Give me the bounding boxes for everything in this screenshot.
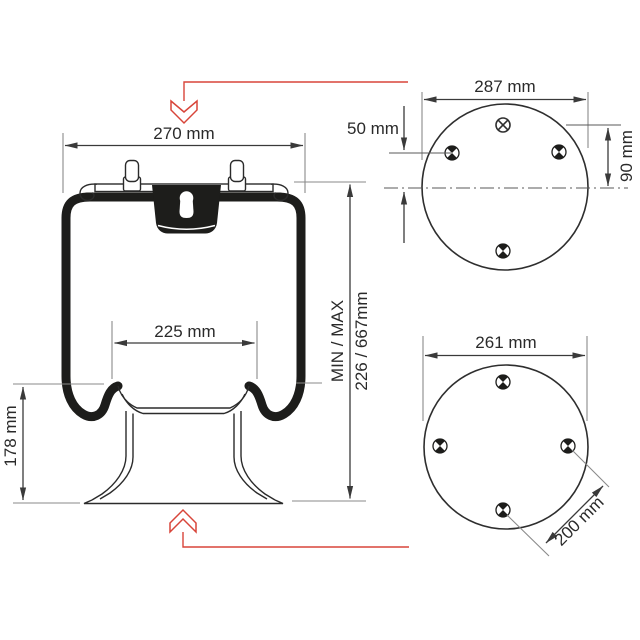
dim-287-label: 287 mm <box>474 77 535 96</box>
piston <box>83 385 284 505</box>
dim-178-label: 178 mm <box>1 405 20 466</box>
base-plate-view: 261 mm 200 mm <box>422 333 610 557</box>
bolt-hole-icon <box>495 502 511 518</box>
flow-arrow-up-icon <box>169 508 409 548</box>
dim-261-label: 261 mm <box>475 333 536 352</box>
top-plate-view: 287 mm 50 mm 90 mm <box>347 77 636 271</box>
dim-50-label: 50 mm <box>347 119 399 138</box>
side-view: 270 mm <box>1 81 409 548</box>
bolt-hole-icon <box>495 243 511 259</box>
dim-200-label: 200 mm <box>551 493 608 550</box>
air-fitting-icon <box>495 117 511 133</box>
keyhole-slot <box>179 191 194 218</box>
dim-minmax-value: 226 / 667mm <box>352 291 371 390</box>
mounting-stud-right <box>227 159 247 192</box>
mounting-stud-left <box>122 159 142 192</box>
dim-minmax-label: MIN / MAX <box>328 300 347 382</box>
dim-90-label: 90 mm <box>617 130 636 182</box>
dim-270-label: 270 mm <box>153 124 214 143</box>
center-bracket <box>152 185 221 234</box>
bolt-hole-icon <box>432 438 448 454</box>
bolt-hole-icon <box>495 374 511 390</box>
flow-arrow-down-icon <box>170 81 408 125</box>
dim-225-label: 225 mm <box>154 322 215 341</box>
bolt-hole-icon <box>551 144 567 160</box>
